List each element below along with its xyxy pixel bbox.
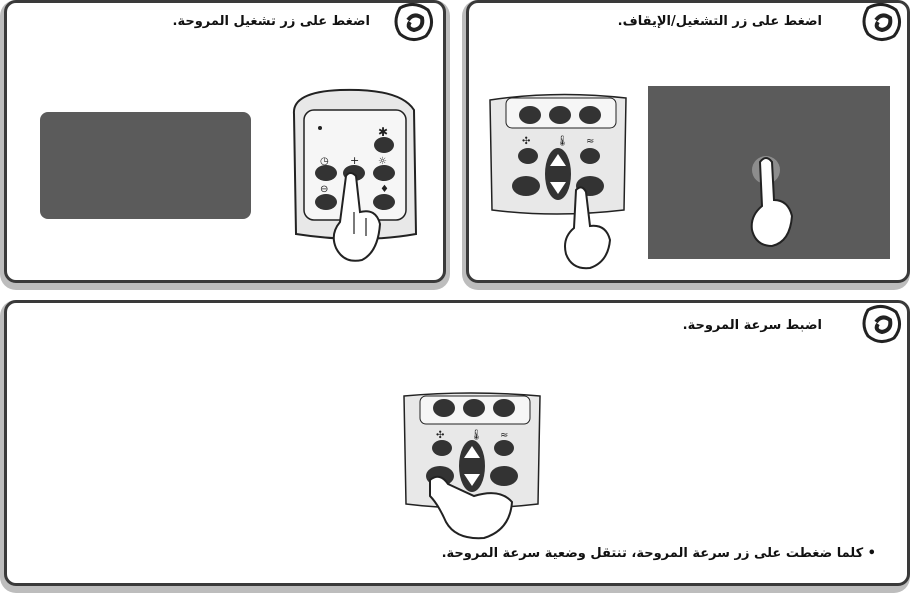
svg-text:🌡: 🌡 [470,429,483,441]
svg-text:⊖: ⊖ [320,184,328,195]
remote-control-illustration: ✣ 🌡 ≈ [489,93,627,270]
svg-text:✣: ✣ [522,136,530,147]
remote-control-illustration: ✱ ◷ + ☼ ⊖ ♦ [292,88,418,262]
step-indicator-icon [862,305,901,343]
svg-text:🌡: 🌡 [556,135,569,147]
svg-text:☼: ☼ [378,156,387,167]
step-indicator-icon [394,3,433,41]
remote-control-illustration: ✣ 🌡 ≈ [403,392,541,540]
display-screen [40,112,251,219]
svg-text:♦: ♦ [380,184,389,195]
svg-text:+: + [350,154,359,167]
svg-text:✱: ✱ [378,125,388,139]
step-title-fan-speed: اضبط سرعة المروحة. [682,318,822,333]
step-title-power-button: اضغط على زر التشغيل/الإيقاف. [617,14,822,29]
svg-text:≈: ≈ [500,430,508,441]
svg-text:✣: ✣ [436,430,444,441]
svg-text:◷: ◷ [320,156,329,167]
step-title-fan-button: اضغط على زر تشغيل المروحة. [172,14,370,29]
fan-speed-note: • كلما ضغطت على زر سرعة المروحة، تنتقل و… [441,546,876,561]
svg-text:≈: ≈ [586,136,594,147]
step-indicator-icon [862,3,901,41]
pointing-hand-icon [750,156,794,248]
